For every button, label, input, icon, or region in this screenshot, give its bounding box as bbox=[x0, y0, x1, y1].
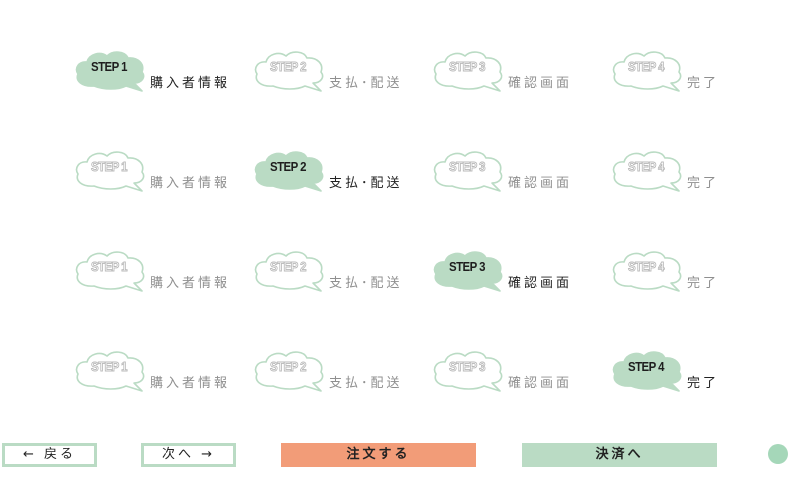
step-number: STEP 1 bbox=[90, 59, 128, 74]
step-label: 支払･配送 bbox=[329, 176, 403, 191]
step-label: 完了 bbox=[687, 176, 720, 191]
step-4: STEP 4 完了 bbox=[611, 248, 783, 296]
step-label: 完了 bbox=[687, 76, 720, 91]
step-number: STEP 1 bbox=[90, 159, 128, 175]
step-number: STEP 3 bbox=[448, 59, 486, 75]
step-number: STEP 2 bbox=[269, 259, 307, 275]
speech-cloud-icon bbox=[433, 251, 503, 292]
color-swatch-dot bbox=[768, 444, 788, 464]
step-number: STEP 3 bbox=[448, 259, 486, 274]
speech-cloud-icon bbox=[433, 351, 503, 392]
step-2: STEP 2 支払･配送 bbox=[253, 348, 425, 396]
speech-cloud-icon bbox=[254, 151, 324, 192]
step-label: 支払･配送 bbox=[329, 376, 403, 391]
speech-cloud-icon bbox=[612, 351, 682, 392]
step-3: STEP 3 確認画面 bbox=[432, 48, 604, 96]
step-label: 購入者情報 bbox=[150, 376, 231, 391]
step-4: STEP 4 完了 bbox=[611, 148, 783, 196]
step-number: STEP 2 bbox=[269, 359, 307, 375]
back-button[interactable]: ← 戻る bbox=[2, 443, 97, 467]
speech-cloud-icon bbox=[254, 251, 324, 292]
next-button[interactable]: 次へ → bbox=[141, 443, 236, 467]
step-number: STEP 2 bbox=[269, 59, 307, 75]
step-label: 購入者情報 bbox=[150, 276, 231, 291]
step-number: STEP 4 bbox=[627, 159, 665, 175]
settle-button[interactable]: 決済へ bbox=[522, 443, 717, 467]
step-3: STEP 3 確認画面 bbox=[432, 148, 604, 196]
step-label: 購入者情報 bbox=[150, 176, 231, 191]
step-2: STEP 2 支払･配送 bbox=[253, 148, 425, 196]
speech-cloud-icon bbox=[75, 351, 145, 392]
step-number: STEP 4 bbox=[627, 359, 665, 374]
step-label: 完了 bbox=[687, 276, 720, 291]
step-label: 購入者情報 bbox=[150, 76, 231, 91]
speech-cloud-icon bbox=[612, 51, 682, 92]
step-label: 支払･配送 bbox=[329, 276, 403, 291]
step-label: 支払･配送 bbox=[329, 76, 403, 91]
step-number: STEP 4 bbox=[627, 59, 665, 75]
step-2: STEP 2 支払･配送 bbox=[253, 248, 425, 296]
speech-cloud-icon bbox=[254, 351, 324, 392]
step-label: 確認画面 bbox=[508, 176, 573, 191]
speech-cloud-icon bbox=[75, 251, 145, 292]
speech-cloud-icon bbox=[433, 151, 503, 192]
speech-cloud-icon bbox=[75, 51, 145, 92]
speech-cloud-icon bbox=[612, 151, 682, 192]
speech-cloud-icon bbox=[254, 51, 324, 92]
step-1: STEP 1 購入者情報 bbox=[74, 348, 246, 396]
step-1: STEP 1 購入者情報 bbox=[74, 248, 246, 296]
step-label: 確認画面 bbox=[508, 376, 573, 391]
step-2: STEP 2 支払･配送 bbox=[253, 48, 425, 96]
step-1: STEP 1 購入者情報 bbox=[74, 148, 246, 196]
step-number: STEP 4 bbox=[627, 259, 665, 275]
step-label: 確認画面 bbox=[508, 76, 573, 91]
order-button[interactable]: 注文する bbox=[281, 443, 476, 467]
speech-cloud-icon bbox=[433, 51, 503, 92]
speech-cloud-icon bbox=[612, 251, 682, 292]
step-3: STEP 3 確認画面 bbox=[432, 248, 604, 296]
step-number: STEP 3 bbox=[448, 159, 486, 175]
step-4: STEP 4 完了 bbox=[611, 348, 783, 396]
step-4: STEP 4 完了 bbox=[611, 48, 783, 96]
step-3: STEP 3 確認画面 bbox=[432, 348, 604, 396]
step-1: STEP 1 購入者情報 bbox=[74, 48, 246, 96]
step-label: 確認画面 bbox=[508, 276, 573, 291]
step-number: STEP 1 bbox=[90, 359, 128, 375]
step-number: STEP 2 bbox=[269, 159, 307, 174]
step-number: STEP 1 bbox=[90, 259, 128, 275]
step-label: 完了 bbox=[687, 376, 720, 391]
speech-cloud-icon bbox=[75, 151, 145, 192]
step-number: STEP 3 bbox=[448, 359, 486, 375]
